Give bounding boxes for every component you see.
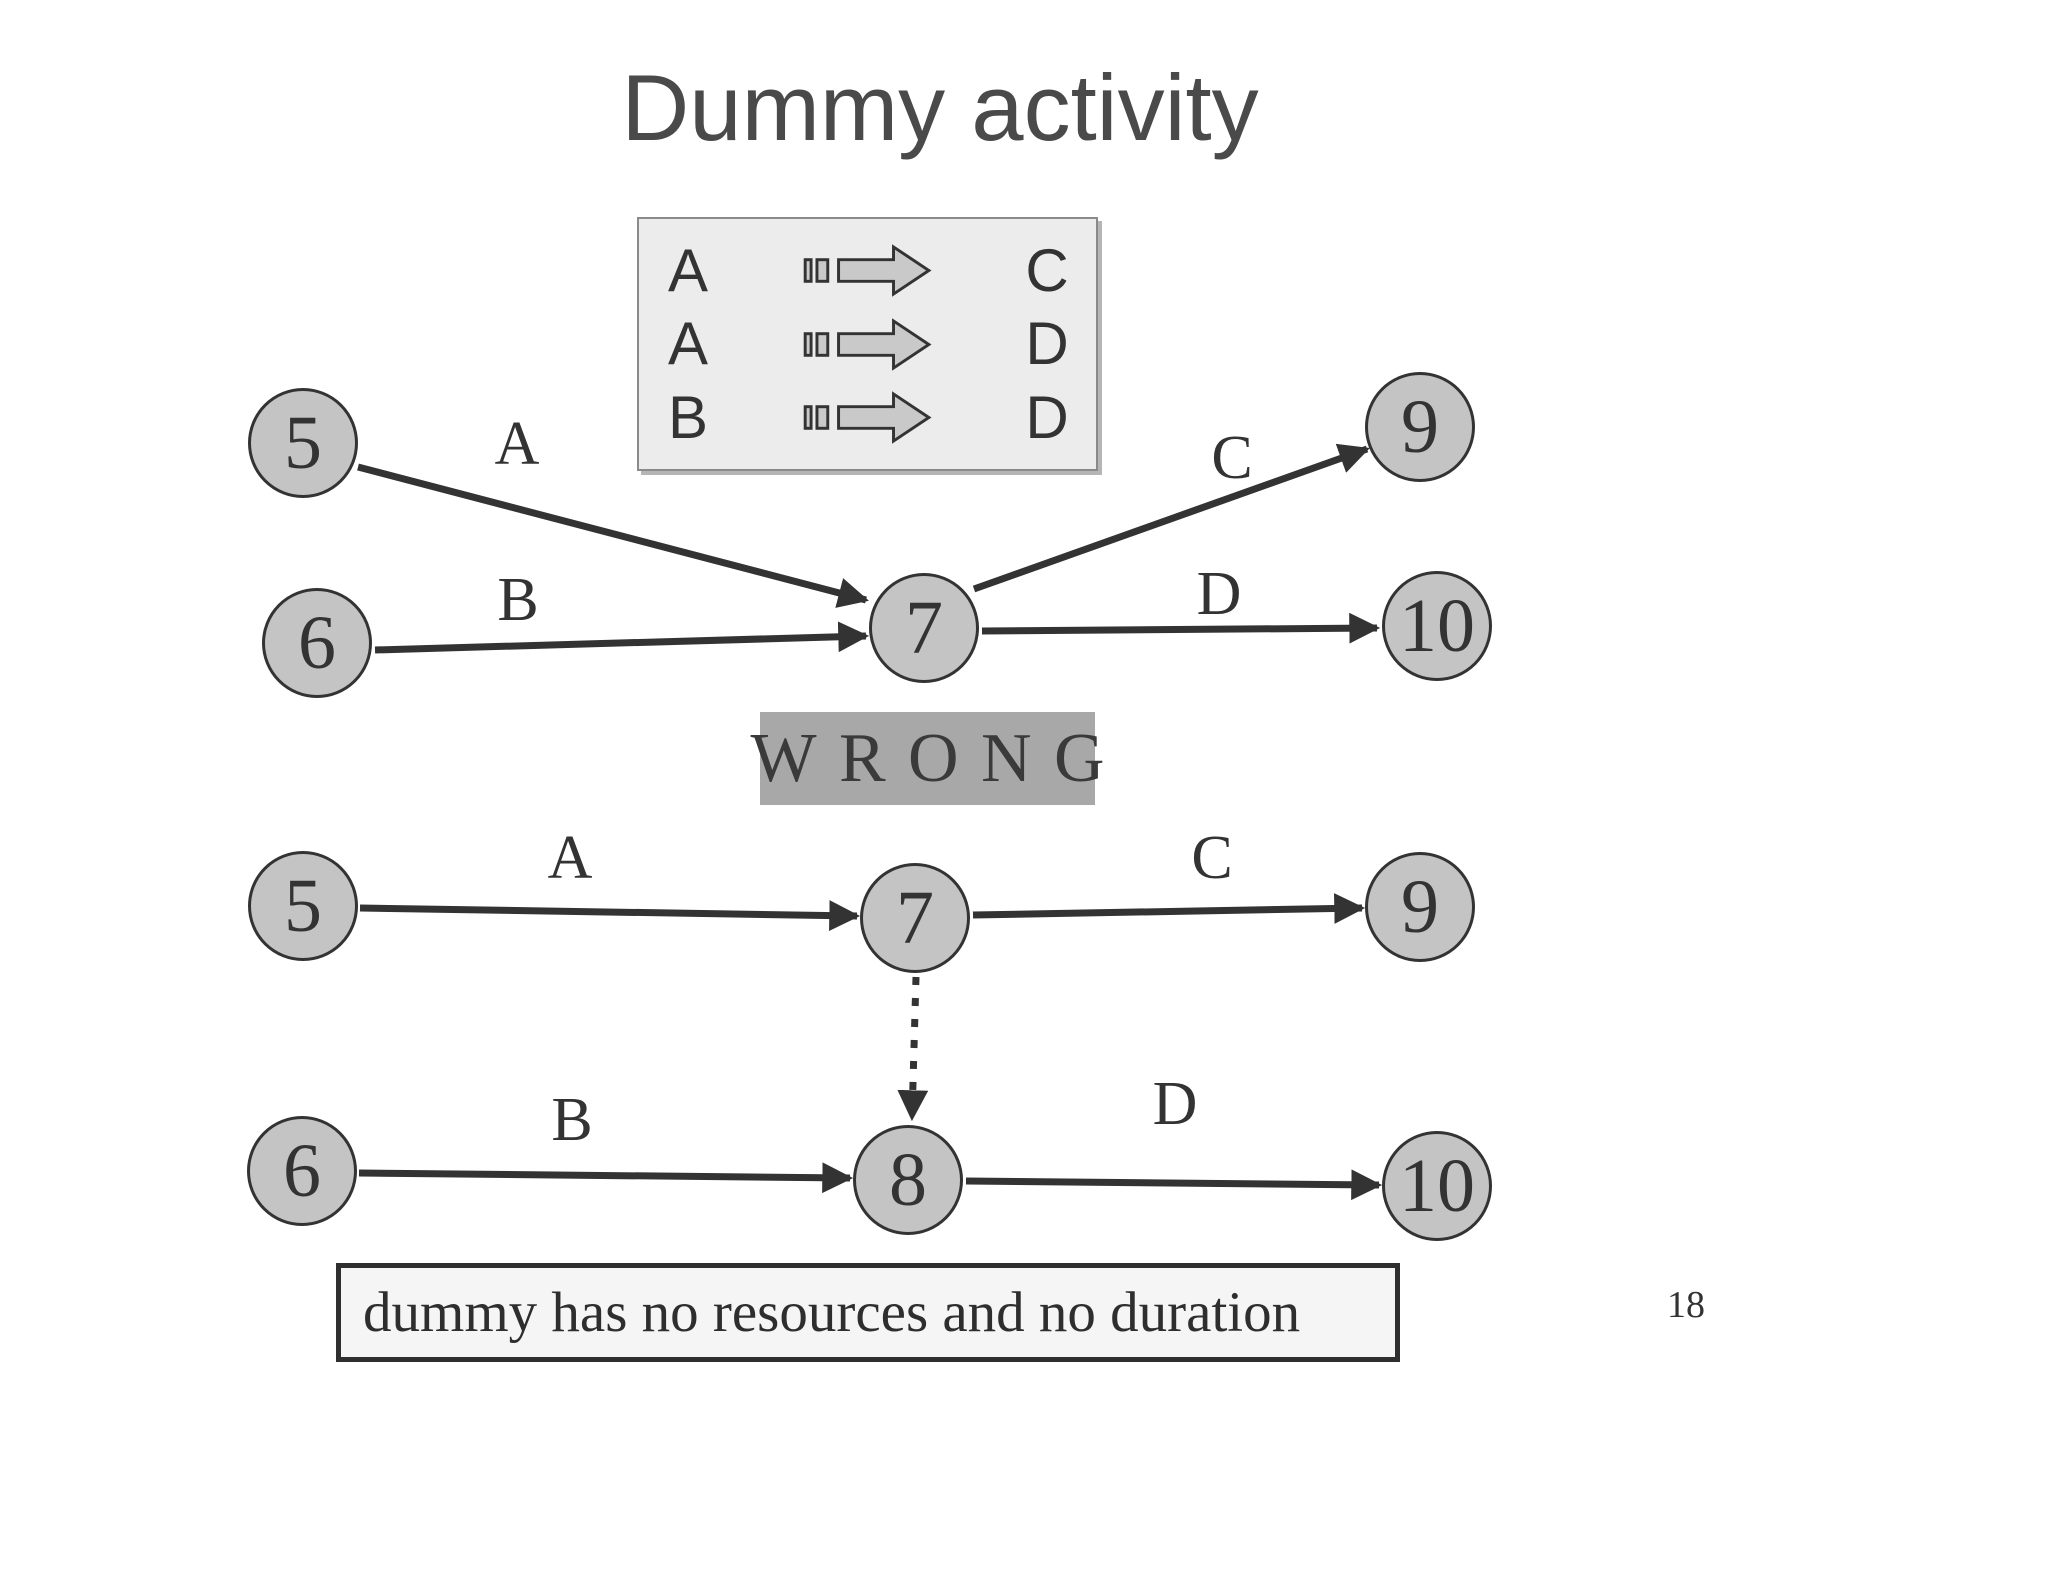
- node-9-correct: 9: [1365, 852, 1475, 962]
- legend-row: B D: [657, 383, 1078, 451]
- edge-c-arrow-wrong: [972, 443, 1370, 593]
- edge-label-a-wrong: A: [494, 410, 540, 478]
- node-6-wrong: 6: [262, 588, 372, 698]
- caption-box: dummy has no resources and no duration: [336, 1263, 1400, 1362]
- node-8-correct: 8: [853, 1125, 963, 1235]
- edge-label-c-wrong: C: [1211, 424, 1253, 492]
- node-label: 5: [284, 400, 322, 485]
- node-7-wrong: 7: [869, 573, 979, 683]
- edge-a-arrow-correct: [359, 900, 861, 931]
- node-label: 9: [1401, 384, 1439, 469]
- page-number: 18: [1667, 1284, 1705, 1326]
- edge-b-arrow-wrong: [374, 621, 870, 654]
- edge-label-d-wrong: D: [1196, 560, 1242, 628]
- legend-to-label: D: [1025, 383, 1069, 451]
- node-9-wrong: 9: [1365, 372, 1475, 482]
- node-10-correct: 10: [1382, 1131, 1492, 1241]
- wrong-banner: WRONG: [750, 712, 1104, 805]
- wrong-banner-label: WRONG: [750, 719, 1127, 797]
- dummy-activity-dashed-arrow: [897, 976, 929, 1122]
- node-label: 7: [905, 585, 943, 670]
- legend-row: A C: [657, 236, 1078, 304]
- caption-text: dummy has no resources and no duration: [363, 1281, 1301, 1344]
- edge-label-d-correct: D: [1152, 1070, 1198, 1138]
- edge-b-arrow-correct: [358, 1162, 854, 1194]
- node-6-correct: 6: [247, 1116, 357, 1226]
- legend-from-label: B: [667, 383, 709, 451]
- node-label: 7: [896, 875, 934, 960]
- edge-c-arrow-correct: [972, 893, 1366, 924]
- striped-right-arrow-icon: [803, 317, 932, 371]
- legend-to-label: D: [1025, 310, 1069, 377]
- node-5-correct: 5: [248, 851, 358, 961]
- edge-label-b-correct: B: [551, 1086, 593, 1154]
- edge-d-arrow-wrong: [981, 612, 1381, 644]
- node-label: 9: [1401, 864, 1439, 949]
- striped-right-arrow-icon: [803, 244, 932, 297]
- edge-label-b-wrong: B: [497, 566, 539, 634]
- edge-d-arrow-correct: [965, 1169, 1383, 1201]
- legend-to-label: C: [1025, 236, 1069, 304]
- node-label: 6: [298, 600, 336, 685]
- node-label: 6: [283, 1128, 321, 1213]
- node-label: 8: [889, 1137, 927, 1222]
- legend-from-label: A: [667, 236, 709, 304]
- edge-label-c-correct: C: [1191, 824, 1233, 892]
- striped-right-arrow-icon: [803, 391, 932, 444]
- edge-label-a-correct: A: [547, 824, 593, 892]
- node-label: 10: [1399, 583, 1475, 668]
- page-title: Dummy activity: [621, 55, 1259, 160]
- node-7-correct: 7: [860, 863, 970, 973]
- node-5-wrong: 5: [248, 388, 358, 498]
- legend-from-label: A: [667, 310, 709, 377]
- legend-row: A D: [657, 314, 1078, 374]
- dependency-legend: A C A D B D: [637, 217, 1098, 471]
- node-label: 5: [284, 863, 322, 948]
- node-10-wrong: 10: [1382, 571, 1492, 681]
- node-label: 10: [1399, 1143, 1475, 1228]
- edge-a-arrow-wrong: [357, 463, 869, 608]
